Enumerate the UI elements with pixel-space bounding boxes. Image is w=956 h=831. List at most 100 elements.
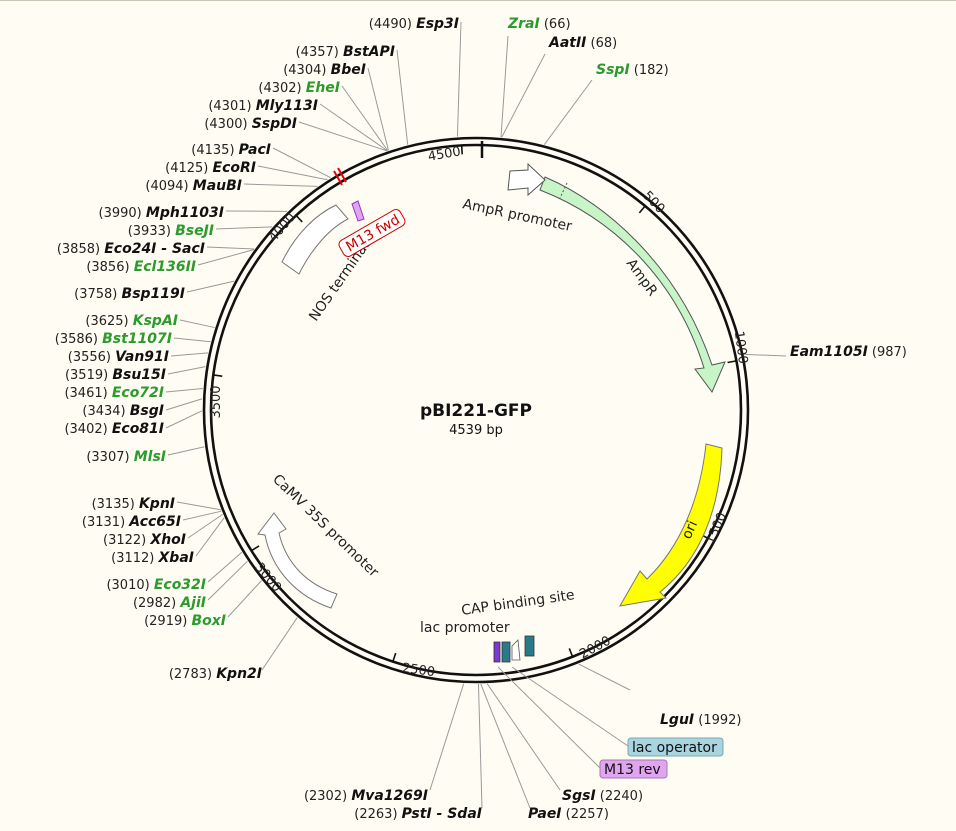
enzyme-position: (3758) (74, 287, 121, 302)
enzyme-position: (3858) (57, 242, 104, 257)
enzyme-name: Eco72I (112, 385, 164, 401)
ampr-arrow[interactable] (539, 176, 726, 393)
ampr-promoter-arrow[interactable] (507, 162, 546, 197)
enzyme-name: Mva1269I (351, 788, 428, 804)
enzyme-label[interactable]: (2982) AjiI (133, 595, 206, 611)
enzyme-label[interactable]: (2783) Kpn2I (169, 666, 262, 682)
enzyme-label[interactable]: (3010) Eco32I (106, 577, 206, 593)
enzyme-label[interactable]: (3112) XbaI (111, 550, 194, 566)
pac-cut-mark (333, 170, 343, 186)
enzyme-name: Eco81I (112, 421, 164, 437)
m13-fwd-label-group[interactable]: M13 fwd (337, 208, 407, 259)
enzyme-label[interactable]: (3131) Acc65I (82, 514, 181, 530)
enzyme-label[interactable]: PaeI (2257) (528, 806, 609, 822)
enzyme-label[interactable]: (4301) Mly113I (208, 98, 318, 114)
enzyme-label[interactable]: (3434) BsgI (82, 403, 164, 419)
enzyme-label[interactable]: (3625) KspAI (85, 313, 178, 329)
enzyme-name: Bsu15I (112, 367, 166, 383)
enzyme-label[interactable]: Eam1105I (987) (790, 344, 907, 360)
enzyme-label[interactable]: (3461) Eco72I (64, 385, 164, 401)
ecori-cut-mark (337, 167, 347, 183)
enzyme-label[interactable]: LguI (1992) (660, 712, 742, 728)
enzyme-label[interactable]: (3122) XhoI (103, 532, 186, 548)
camv-35s-promoter-arrow[interactable] (257, 512, 338, 609)
enzyme-label[interactable]: (4135) PacI (191, 142, 271, 158)
enzyme-labels: ZraI (66) AatII (68) SspI (182) Eam1105I (9… (55, 16, 907, 822)
enzyme-label[interactable]: (4125) EcoRI (165, 160, 256, 176)
enzyme-label[interactable]: (3402) Eco81I (64, 421, 164, 437)
feature-label-lac-promoter: lac promoter (420, 620, 510, 636)
enzyme-position: (4302) (258, 81, 305, 96)
enzyme-label[interactable]: (3933) BseJI (128, 223, 214, 239)
enzyme-position: (3010) (106, 578, 153, 593)
enzyme-position: (3933) (128, 224, 175, 239)
enzyme-label[interactable]: SspI (182) (596, 62, 669, 78)
enzyme-name: Kpn2I (216, 666, 262, 682)
enzyme-leader-line (187, 513, 223, 539)
enzyme-label[interactable]: (3586) Bst1107I (55, 331, 172, 347)
enzyme-label[interactable]: ZraI (66) (507, 16, 571, 32)
enzyme-label[interactable]: (3519) Bsu15I (65, 367, 166, 383)
enzyme-leader-line (179, 319, 215, 329)
m13-rev-marker[interactable] (493, 641, 501, 663)
cap-binding-site-marker[interactable] (524, 635, 535, 657)
tick-mark (568, 648, 574, 658)
lac-operator-label-box[interactable] (627, 737, 724, 757)
lac-operator-marker[interactable] (501, 641, 511, 663)
m13-rev-label-box[interactable] (599, 759, 668, 779)
enzyme-position: (2302) (304, 789, 351, 804)
lac-operator-leader (511, 666, 629, 747)
tick-mark (295, 214, 303, 223)
enzyme-label[interactable]: (3135) KpnI (92, 496, 175, 512)
enzyme-label[interactable]: (2263) PstI - SdaI (354, 806, 482, 822)
enzyme-leader-line (319, 103, 388, 152)
enzyme-label[interactable]: (3856) Ecl136II (86, 259, 196, 275)
enzyme-position: (3990) (99, 206, 146, 221)
enzyme-label[interactable]: AatII (68) (548, 35, 617, 51)
enzyme-label[interactable]: (4094) MauBI (145, 178, 242, 194)
enzyme-label[interactable]: (4304) BbeI (283, 62, 366, 78)
enzyme-name: AjiI (179, 595, 206, 611)
enzyme-leader-line (486, 683, 561, 791)
enzyme-label[interactable]: (2302) Mva1269I (304, 788, 428, 804)
enzyme-label[interactable]: SgsI (2240) (562, 788, 643, 804)
nos-terminator-box[interactable] (281, 204, 349, 275)
enzyme-name: LguI (660, 712, 694, 728)
enzyme-position: (3519) (65, 368, 112, 383)
enzyme-position: (3856) (86, 260, 133, 275)
tick-label: 4500 (427, 144, 462, 165)
enzyme-label[interactable]: (3758) Bsp119I (74, 286, 185, 302)
enzyme-leader-line (165, 410, 203, 429)
enzyme-label[interactable]: (3307) MlsI (86, 449, 166, 465)
enzyme-name: AatII (548, 35, 586, 51)
m13-fwd-arrow[interactable] (351, 200, 365, 222)
enzyme-label[interactable]: (4300) SspDI (204, 116, 297, 132)
enzyme-leader-line (227, 580, 262, 618)
lac-promoter-marker[interactable] (511, 639, 521, 661)
enzyme-leader-line (170, 352, 209, 357)
tick-label: 3500 (209, 385, 224, 418)
enzyme-label[interactable]: (4357) BstAPI (296, 44, 395, 60)
enzyme-label[interactable]: (3990) Mph1103I (99, 205, 224, 221)
enzyme-leader-line (257, 165, 328, 181)
enzyme-name: MauBI (193, 178, 242, 194)
enzyme-name: Mph1103I (146, 205, 224, 221)
enzyme-label[interactable]: (3556) Van91I (68, 349, 169, 365)
enzyme-name: KspAI (133, 313, 178, 329)
enzyme-name: SspDI (252, 116, 297, 132)
enzyme-position: (3434) (82, 404, 129, 419)
ori-arrow[interactable] (619, 443, 723, 607)
enzyme-name: Bst1107I (102, 331, 172, 347)
enzyme-leader-line (206, 246, 255, 250)
enzyme-leader-line (272, 147, 331, 179)
enzyme-name: BsgI (130, 403, 164, 419)
enzyme-name: SspI (596, 62, 630, 78)
enzyme-label[interactable]: (3858) Eco24I - SacI (57, 241, 205, 257)
enzyme-label[interactable]: (4490) Esp3I (369, 16, 459, 32)
enzyme-label[interactable]: (2919) BoxI (144, 613, 226, 629)
feature-label-ori: ori (679, 518, 701, 541)
enzyme-name: XbaI (158, 550, 194, 566)
enzyme-label[interactable]: (4302) EheI (258, 80, 340, 96)
enzyme-leader-line (396, 49, 409, 145)
enzyme-leader-line (578, 663, 631, 691)
